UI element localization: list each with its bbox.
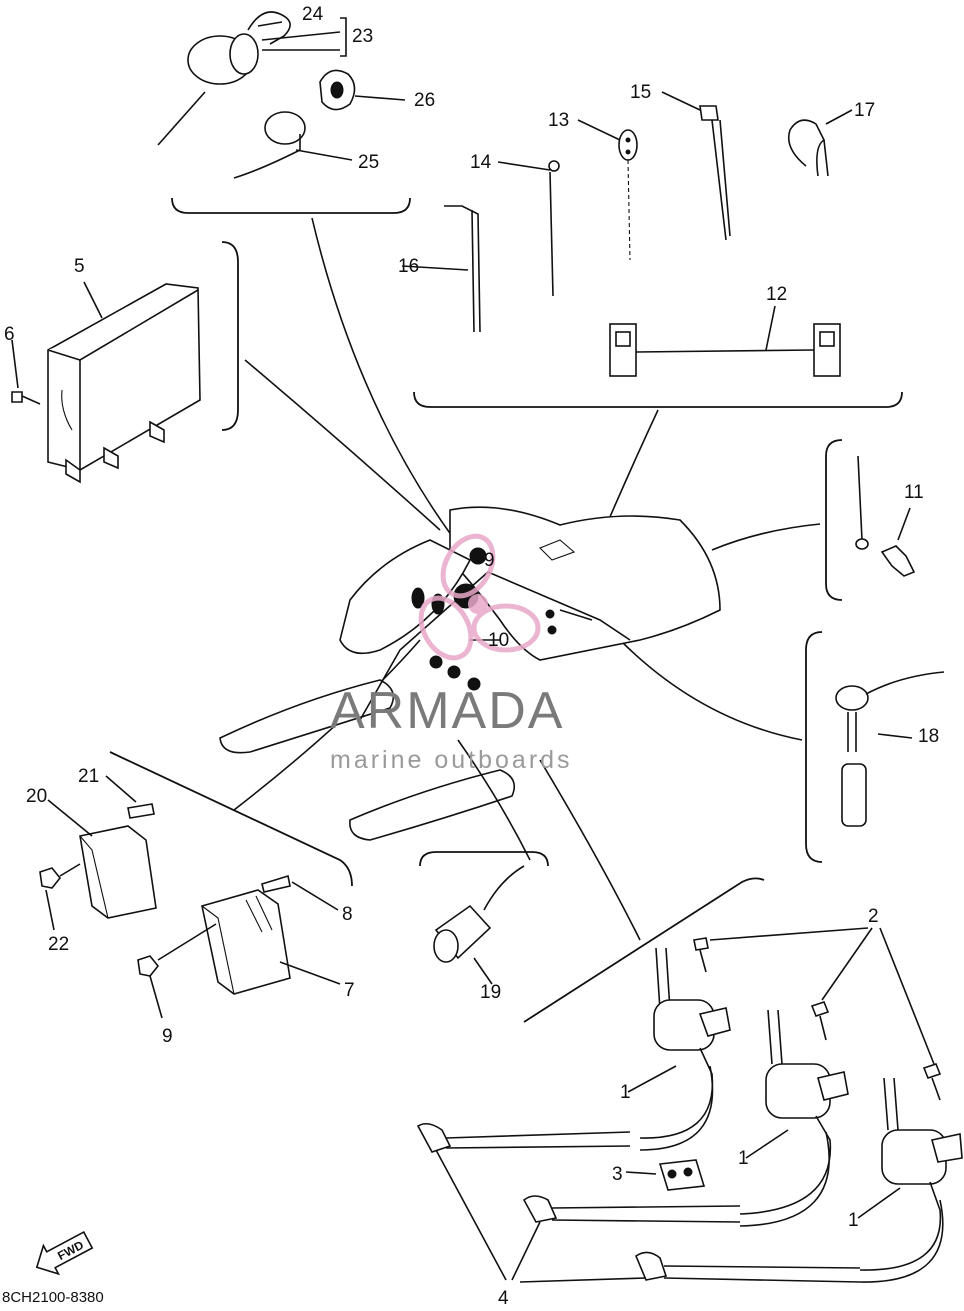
callout-10: 10 (488, 630, 509, 651)
callout-25: 25 (358, 152, 379, 173)
callout-21: 21 (78, 766, 99, 787)
callout-2: 2 (868, 906, 879, 927)
callout-7: 7 (344, 980, 355, 1001)
ignition-switch-group (157, 11, 411, 214)
ignition-coil-group (416, 877, 963, 1283)
watermark-tagline: marine outboards (330, 746, 573, 774)
wire-harness-group (219, 217, 821, 941)
callout-14: 14 (470, 152, 492, 173)
callout-1c: 1 (848, 1210, 859, 1231)
clamps-group (401, 91, 903, 408)
callout-11: 11 (904, 482, 924, 503)
callout-24: 24 (302, 4, 324, 25)
callout-6: 6 (4, 324, 15, 345)
capacitor-group (419, 851, 549, 985)
callout-20: 20 (26, 786, 47, 807)
callout-1b: 1 (738, 1148, 749, 1169)
fwd-arrow-icon: FWD (35, 1231, 94, 1276)
callout-26: 26 (414, 90, 435, 111)
watermark: ARMADA marine outboards (330, 533, 573, 774)
callout-18: 18 (918, 726, 939, 747)
callout-23: 23 (352, 26, 373, 47)
callout-22: 22 (48, 934, 69, 955)
callouts: 24 23 26 25 15 17 13 14 16 12 5 6 11 9 1… (4, 4, 939, 1309)
callout-12: 12 (766, 284, 787, 305)
callout-9: 9 (162, 1026, 173, 1047)
watermark-logo-icon (418, 533, 541, 661)
watermark-brand: ARMADA (330, 682, 564, 740)
callout-15: 15 (630, 82, 651, 103)
callout-16: 16 (398, 256, 419, 277)
callout-8: 8 (342, 904, 353, 925)
ground-lead-group (825, 439, 916, 601)
document-id: 8CH2100-8380 (2, 1289, 104, 1306)
callout-13: 13 (548, 110, 569, 131)
callout-5: 5 (74, 256, 85, 277)
callout-19: 19 (480, 982, 501, 1003)
cdi-unit-group (11, 241, 239, 484)
callout-4: 4 (498, 1288, 509, 1306)
callout-9-center: 9 (484, 550, 495, 571)
sensor-group (805, 631, 945, 863)
rectifier-group (39, 751, 353, 1019)
callout-1a: 1 (620, 1082, 631, 1103)
callout-17: 17 (854, 100, 875, 121)
callout-3: 3 (612, 1164, 623, 1185)
